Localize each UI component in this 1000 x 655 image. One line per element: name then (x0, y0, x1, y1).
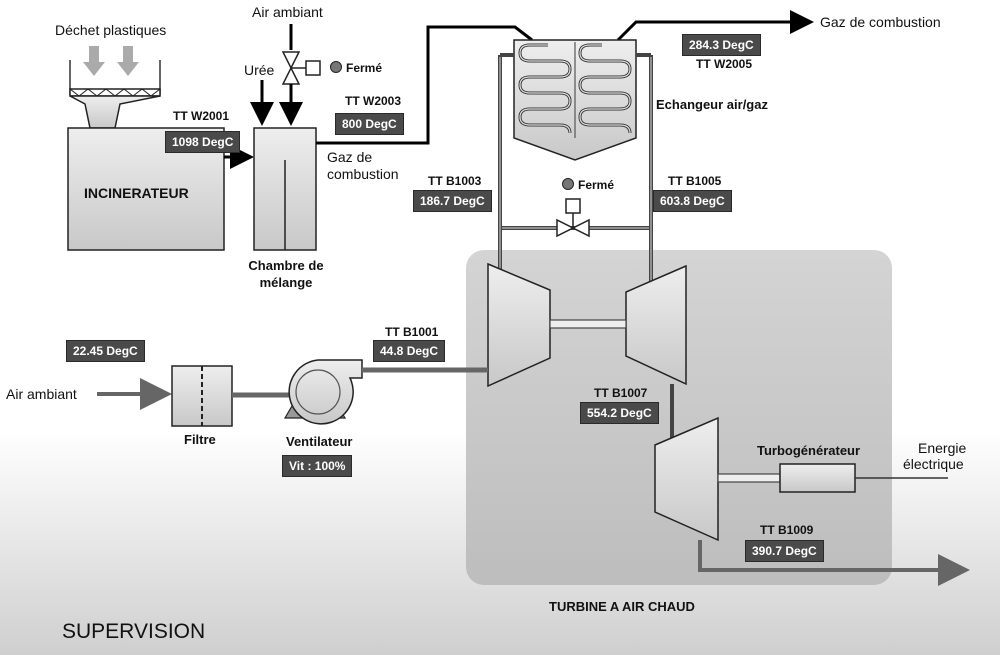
shaft (549, 319, 627, 329)
exchanger-label: Echangeur air/gaz (656, 97, 768, 112)
bypass-valve-status: Fermé (562, 178, 614, 192)
exhaust-line (698, 540, 970, 586)
tt-b1005-value[interactable]: 603.8 DegC (653, 190, 732, 212)
tt-b1005-tag: TT B1005 (668, 174, 722, 188)
urea-valve-status: Fermé (330, 61, 382, 75)
tt-b1009-value[interactable]: 390.7 DegC (745, 540, 824, 562)
tt-b1007-tag: TT B1007 (594, 386, 648, 400)
mixing-chamber-label: Chambre de mélange (248, 258, 324, 290)
supervision-title: SUPERVISION (62, 620, 206, 643)
tt-w2003-value[interactable]: 800 DegC (335, 113, 404, 135)
status-dot-icon (330, 61, 342, 73)
heat-exchanger (513, 39, 637, 161)
tt-b1003-value[interactable]: 186.7 DegC (413, 190, 492, 212)
tt-b1007-value[interactable]: 554.2 DegC (580, 402, 659, 424)
bypass-valve[interactable] (556, 198, 590, 238)
tt-w2005-value[interactable]: 284.3 DegC (682, 34, 761, 56)
flue-gas-output-label: Gaz de combustion (820, 14, 941, 30)
incinerator-label: INCINERATEUR (84, 185, 189, 201)
turbine-area (466, 250, 892, 585)
tt-w2003-tag: TT W2003 (345, 94, 402, 108)
status-dot-icon (562, 178, 574, 190)
filter-label: Filtre (184, 432, 216, 447)
waste-label: Déchet plastiques (55, 22, 167, 38)
fan-label: Ventilateur (286, 434, 353, 449)
compressor (487, 262, 551, 388)
gas-label-line2: combustion (327, 166, 399, 182)
gas-label-line1: Gaz de (327, 149, 373, 165)
tt-b1001-tag: TT B1001 (385, 325, 439, 339)
turbine-area-label: TURBINE A AIR CHAUD (549, 599, 695, 614)
waste-hopper (69, 60, 161, 129)
urea-label: Urée (244, 62, 275, 78)
waste-arrows (83, 46, 139, 76)
tt-w2001-tag: TT W2001 (173, 109, 230, 123)
urea-valve[interactable] (281, 51, 321, 85)
turbogenerator-label: Turbogénérateur (757, 443, 861, 458)
tt-w2001-value[interactable]: 1098 DegC (165, 131, 241, 153)
turbine (625, 264, 687, 386)
urea-valve-status-text: Fermé (346, 61, 383, 75)
tt-b1003-tag: TT B1003 (428, 174, 482, 188)
flue-gas-exit-line (616, 10, 814, 42)
tt-w2005-tag: TT W2005 (696, 57, 753, 71)
fan (283, 359, 363, 425)
power-turbine (654, 416, 719, 542)
fan-speed-value: Vit : 100% (282, 455, 353, 477)
energy-label-line2: électrique (903, 456, 964, 472)
turbogenerator (779, 463, 856, 493)
flue-gas-line (316, 25, 533, 145)
ambient-air-left-label: Air ambiant (6, 386, 77, 402)
tt-b1001-value[interactable]: 44.8 DegC (373, 340, 446, 362)
ambient-temp-value[interactable]: 22.45 DegC (66, 340, 145, 362)
ambient-air-top-label: Air ambiant (252, 4, 323, 20)
bypass-valve-status-text: Fermé (578, 178, 615, 192)
tt-b1009-tag: TT B1009 (760, 523, 814, 537)
energy-label-line1: Energie (918, 440, 967, 456)
